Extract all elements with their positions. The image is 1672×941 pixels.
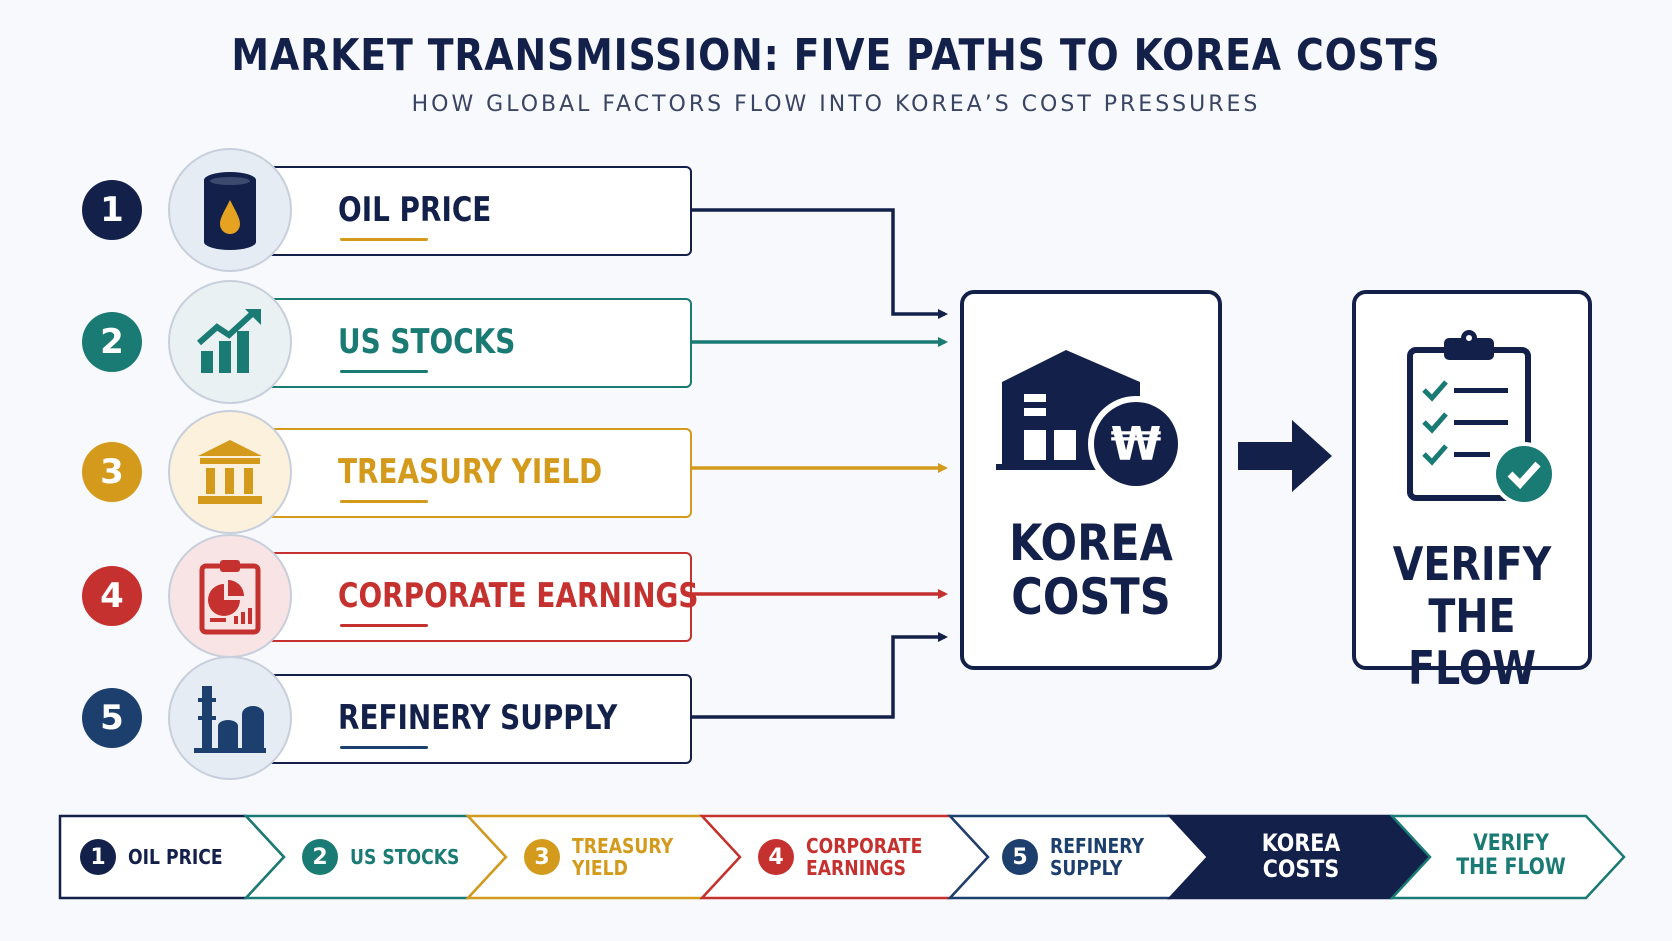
strip-label: CORPORATE EARNINGS [806, 835, 922, 879]
strip-verify-flow-label: VERIFY THE FLOW [1438, 832, 1584, 880]
factor-number-badge: 4 [82, 566, 142, 626]
factor-icon-circle [168, 410, 292, 534]
strip-label-line1: REFINERY [1050, 834, 1145, 858]
factor-icon-circle [168, 148, 292, 272]
factor-label: US STOCKS [338, 322, 516, 362]
strip-label-line1: TREASURY [572, 834, 674, 858]
chevron-verify-flow [1389, 814, 1626, 900]
connector-oil-price [692, 208, 948, 319]
korea-costs-label: KOREA COSTS [982, 516, 1200, 624]
korea-to-verify-arrow [1238, 420, 1332, 492]
factor-card: REFINERY SUPPLY [232, 674, 692, 764]
connector-refinery-supply [692, 632, 948, 719]
factor-card: TREASURY YIELD [232, 428, 692, 518]
factor-number-badge: 5 [82, 688, 142, 748]
summary-chevron-strip: 1 OIL PRICE 2 US STOCKS 3 TREASURY YIELD… [58, 812, 1628, 902]
korea-costs-box: ₩ KOREA COSTS [960, 290, 1222, 670]
factor-number-badge: 1 [82, 180, 142, 240]
strip-number-badge: 3 [524, 839, 560, 875]
factor-row-refinery-supply: REFINERY SUPPLY 5 [0, 656, 700, 780]
factor-number-badge: 3 [82, 442, 142, 502]
strip-label-line2: EARNINGS [806, 856, 907, 880]
strip-korea-line1: KOREA [1261, 829, 1341, 857]
strip-label: OIL PRICE [128, 845, 223, 869]
strip-verify-line1: VERIFY [1473, 831, 1549, 856]
stock-chart-icon [197, 309, 261, 373]
factor-underline [340, 370, 428, 373]
earnings-report-icon [199, 560, 261, 635]
factor-label: REFINERY SUPPLY [338, 698, 618, 738]
strip-number-badge: 4 [758, 839, 794, 875]
factor-underline [340, 238, 428, 241]
verify-flow-line1: VERIFY [1392, 537, 1552, 591]
strip-number-badge: 5 [1002, 839, 1038, 875]
strip-number-badge: 2 [302, 839, 338, 875]
factor-underline [340, 746, 428, 749]
factor-label: OIL PRICE [338, 190, 492, 230]
factor-underline [340, 500, 428, 503]
korea-costs-line2: COSTS [1011, 568, 1171, 626]
factor-card: CORPORATE EARNINGS [232, 552, 699, 642]
refinery-icon [194, 686, 266, 753]
strip-label-line1: CORPORATE [806, 834, 923, 858]
page-subtitle: HOW GLOBAL FACTORS FLOW INTO KOREA’S COS… [411, 92, 1261, 117]
strip-label-line2: SUPPLY [1050, 856, 1123, 880]
bank-building-icon [198, 440, 262, 504]
page-title: MARKET TRANSMISSION: FIVE PATHS TO KOREA… [231, 30, 1441, 81]
factor-icon-circle [168, 280, 292, 404]
factory-won-icon: ₩ [996, 350, 1184, 492]
factor-label: CORPORATE EARNINGS [338, 576, 699, 616]
factor-row-oil-price: OIL PRICE 1 [0, 148, 700, 272]
factor-card: OIL PRICE [232, 166, 692, 256]
factor-row-corporate-earnings: CORPORATE EARNINGS 4 [0, 534, 700, 658]
factor-label: TREASURY YIELD [338, 452, 603, 492]
strip-verify-line2: THE FLOW [1456, 855, 1566, 880]
factor-underline [340, 624, 428, 627]
factor-icon-circle [168, 534, 292, 658]
factor-card: US STOCKS [232, 298, 692, 388]
strip-korea-line2: COSTS [1262, 855, 1340, 883]
korea-costs-line1: KOREA [1009, 514, 1173, 572]
won-symbol: ₩ [1111, 417, 1162, 471]
oil-barrel-icon [204, 172, 256, 250]
verify-flow-label: VERIFY THE FLOW [1372, 538, 1572, 694]
strip-label: US STOCKS [350, 845, 460, 869]
chevron-shapes [58, 814, 1626, 900]
checklist-clipboard-icon [1407, 330, 1556, 506]
strip-number-badge: 1 [80, 839, 116, 875]
factor-number-badge: 2 [82, 312, 142, 372]
strip-korea-costs-label: KOREA COSTS [1219, 830, 1382, 882]
strip-label: TREASURY YIELD [572, 835, 673, 879]
verify-flow-box: VERIFY THE FLOW [1352, 290, 1592, 694]
verify-flow-line2: THE FLOW [1407, 589, 1537, 695]
factor-icon-circle [168, 656, 292, 780]
factor-row-us-stocks: US STOCKS 2 [0, 280, 700, 404]
factor-row-treasury-yield: TREASURY YIELD 3 [0, 410, 700, 534]
strip-label: REFINERY SUPPLY [1050, 835, 1144, 879]
strip-label-line2: YIELD [572, 856, 628, 880]
